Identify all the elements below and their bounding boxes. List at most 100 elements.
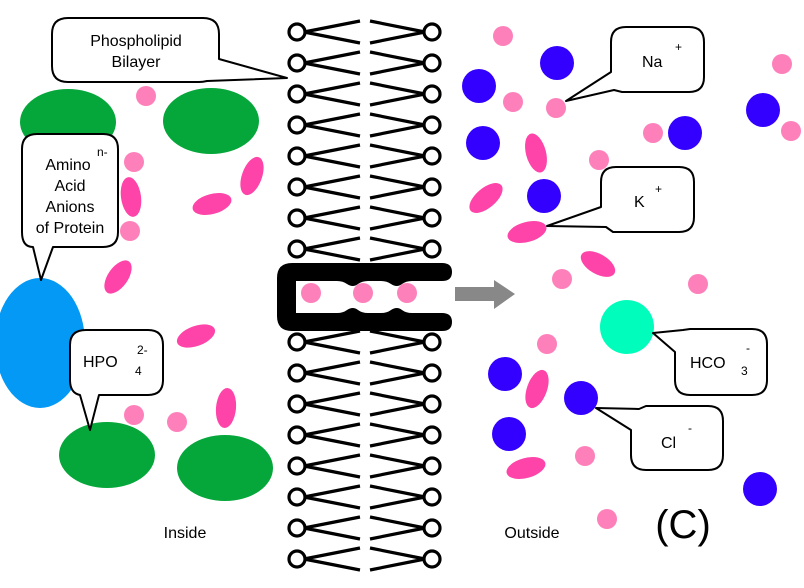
lipid-tail-left: [303, 81, 361, 107]
lipid-tail-left: [303, 19, 361, 45]
small-ion: [597, 509, 617, 529]
lipid-head-left: [287, 84, 307, 104]
lipid-tail-left: [303, 143, 361, 169]
small-ion: [120, 221, 140, 241]
phospholipid-bilayer: [287, 19, 442, 572]
small-ion: [136, 86, 156, 106]
elongated-ion: [525, 133, 547, 173]
lipid-tail-right: [369, 391, 426, 417]
chloride-ion: [488, 357, 522, 391]
charge-subscript: 4: [135, 364, 142, 378]
lipid-head-left: [287, 115, 307, 135]
charge-superscript: n-: [97, 145, 108, 159]
transported-particle: [397, 283, 417, 303]
lipid-tail-right: [369, 205, 426, 231]
lipid-head-right: [422, 487, 442, 507]
small-ion: [503, 92, 523, 112]
lipid-head-right: [422, 84, 442, 104]
small-ion: [589, 150, 609, 170]
elongated-ion: [120, 177, 142, 217]
callout-text: of Protein: [36, 220, 104, 237]
phospholipid-row: [287, 484, 442, 510]
charge-superscript: -: [688, 421, 692, 435]
phospholipid-row: [287, 422, 442, 448]
phospholipid-row: [287, 453, 442, 479]
small-ion: [124, 405, 144, 425]
chloride-ion: [746, 93, 780, 127]
channel-protein: [277, 263, 452, 331]
bicarbonate-ion: [600, 300, 654, 354]
small-ion: [772, 54, 792, 74]
phospholipid-row: [287, 50, 442, 76]
lipid-tail-left: [303, 112, 361, 138]
phospholipid-row: [287, 391, 442, 417]
lipid-head-left: [287, 363, 307, 383]
lipid-tail-right: [369, 50, 426, 76]
callout-text: Cl: [661, 435, 676, 452]
lipid-head-right: [422, 53, 442, 73]
charge-superscript: +: [655, 182, 662, 196]
lipid-head-right: [422, 425, 442, 445]
chloride-ion: [668, 116, 702, 150]
protein-blue: [0, 278, 85, 408]
lipid-tail-right: [369, 484, 426, 510]
small-ion: [124, 152, 144, 172]
lipid-tail-right: [369, 360, 426, 386]
lipid-head-right: [422, 549, 442, 569]
lipid-tail-right: [369, 143, 426, 169]
elongated-ion: [507, 221, 547, 243]
lipid-head-left: [287, 518, 307, 538]
lipid-head-right: [422, 332, 442, 352]
lipid-head-right: [422, 363, 442, 383]
chloride-ion: [564, 381, 598, 415]
lipid-tail-left: [303, 236, 361, 262]
lipid-tail-left: [303, 546, 361, 572]
lipid-head-left: [287, 177, 307, 197]
callout-cl: Cl -: [595, 405, 724, 471]
elongated-ion: [580, 251, 616, 277]
callout-text: Bilayer: [112, 54, 162, 71]
lipid-tail-left: [303, 360, 361, 386]
callout-text: K: [634, 194, 645, 211]
lipid-head-right: [422, 22, 442, 42]
lipid-tail-right: [369, 422, 426, 448]
small-ion: [546, 98, 566, 118]
elongated-ion: [192, 193, 232, 215]
lipid-head-right: [422, 177, 442, 197]
lipid-head-right: [422, 115, 442, 135]
lipid-tail-right: [369, 546, 426, 572]
lipid-tail-right: [369, 19, 426, 45]
phospholipid-row: [287, 81, 442, 107]
phospholipid-row: [287, 360, 442, 386]
phospholipid-row: [287, 19, 442, 45]
elongated-ion: [469, 183, 503, 213]
lipid-tail-right: [369, 236, 426, 262]
protein-green: [163, 88, 259, 154]
lipid-tail-left: [303, 50, 361, 76]
callout-text: HCO: [690, 355, 726, 372]
small-ion: [552, 269, 572, 289]
elongated-ion: [525, 369, 549, 409]
lipid-tail-right: [369, 515, 426, 541]
lipid-tail-right: [369, 453, 426, 479]
elongated-ion: [104, 260, 132, 294]
protein-green: [177, 435, 273, 501]
lipid-tail-right: [369, 329, 426, 355]
lipid-head-right: [422, 239, 442, 259]
callout-text: Anions: [46, 199, 95, 216]
chloride-ion: [743, 472, 777, 506]
charge-superscript: 2-: [137, 343, 148, 357]
small-ion: [643, 123, 663, 143]
channel-body: [277, 263, 452, 331]
callout-text: Acid: [54, 178, 85, 195]
callout-text: Phospholipid: [90, 33, 182, 50]
charge-superscript: -: [746, 341, 750, 355]
lipid-tail-left: [303, 329, 361, 355]
callout-hpo4: HPO 4 2-: [69, 329, 164, 431]
lipid-tail-right: [369, 81, 426, 107]
callout-k: K +: [546, 166, 695, 233]
lipid-tail-right: [369, 174, 426, 200]
small-ion: [537, 334, 557, 354]
lipid-head-left: [287, 394, 307, 414]
